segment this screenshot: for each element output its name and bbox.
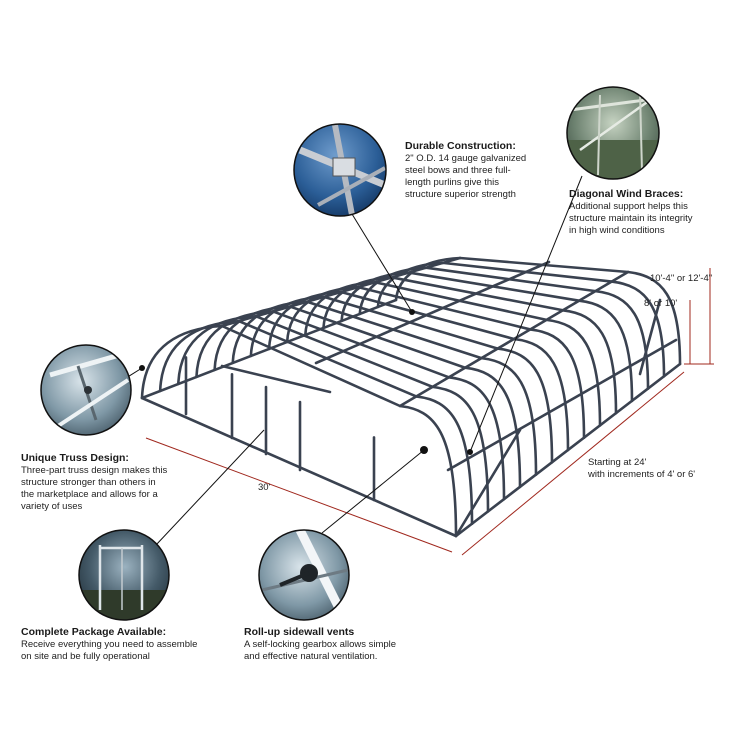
dimension-peak-height: 10'-4" or 12'-4" (650, 273, 713, 284)
frame-wind-brace (638, 298, 662, 376)
frame-purlin (220, 256, 462, 328)
frame-side-rail (446, 338, 678, 472)
frame-bow (231, 300, 538, 476)
callout-rollup-vents: Roll-up sidewall vents A self-locking ge… (244, 626, 396, 663)
frame-ground-rail (140, 298, 398, 400)
dimension-length-line2: with increments of 4' or 6' (588, 469, 696, 480)
callout-truss-design: Unique Truss Design: Three-part truss de… (21, 452, 167, 513)
photo-truss-design (40, 344, 132, 436)
leader-lines (125, 175, 583, 546)
callout-truss-title: Unique Truss Design: (21, 452, 129, 464)
callout-wind-title: Diagonal Wind Braces: (569, 188, 684, 200)
callout-durable-line: structure superior strength (405, 189, 516, 200)
photo-complete-package (78, 529, 170, 621)
frame-purlin (314, 260, 551, 365)
callout-durable-line: length purlins give this (405, 177, 499, 188)
dimension-lines (145, 268, 714, 556)
frame-purlin (398, 270, 630, 408)
callout-package-line: Receive everything you need to assemble (21, 639, 198, 650)
callout-rollup-line: A self-locking gearbox allows simple (244, 639, 397, 650)
callout-truss-line: variety of uses (21, 501, 83, 512)
callout-rollup-line: and effective natural ventilation. (244, 651, 378, 662)
callout-durable-title: Durable Construction: (405, 140, 516, 152)
callout-wind-line: in high wind conditions (569, 225, 665, 236)
frame-bow (158, 319, 474, 526)
frame-bow (322, 276, 618, 415)
dot-rollup (420, 446, 428, 454)
dimension-width: 30' (258, 482, 271, 493)
callout-durable-construction: Durable Construction: 2" O.D. 14 gauge g… (405, 140, 526, 201)
dot-durable (409, 309, 415, 315)
dot-wind (467, 449, 473, 455)
callout-complete-package: Complete Package Available: Receive ever… (21, 626, 197, 663)
greenhouse-frame (140, 256, 682, 538)
frame-wind-brace (454, 428, 522, 538)
callout-wind-braces: Diagonal Wind Braces: Additional support… (569, 188, 693, 237)
frame-bow (195, 310, 506, 501)
callout-durable-line: 2" O.D. 14 gauge galvanized (405, 153, 527, 164)
length-dimension-line (461, 371, 685, 556)
callout-wind-line: structure maintain its integrity (569, 213, 693, 224)
leader-dots (139, 309, 473, 455)
frame-bow (340, 271, 634, 403)
frame-door-header (220, 364, 332, 394)
leader-package (155, 429, 265, 546)
leader-rollup (321, 449, 425, 534)
photo-wind-braces (566, 86, 660, 180)
frame-ground-rail (454, 362, 682, 538)
callout-truss-line: structure stronger than others in (21, 477, 156, 488)
leader-durable (351, 213, 413, 313)
callout-truss-line: Three-part truss design makes this (21, 465, 168, 476)
dimension-side-height: 8' or 10' (644, 298, 678, 309)
callout-durable-line: steel bows and three full- (405, 165, 511, 176)
callout-truss-line: the marketplace and allows for a (21, 489, 158, 500)
dot-truss (139, 365, 145, 371)
width-dimension-line (145, 437, 453, 553)
callout-package-line: on site and be fully operational (21, 651, 150, 662)
callout-package-title: Complete Package Available: (21, 626, 167, 638)
leader-wind (469, 175, 583, 453)
callout-wind-line: Additional support helps this (569, 201, 688, 212)
photo-rollup-vents (258, 529, 350, 621)
photo-durable-construction (293, 123, 387, 217)
dimension-length-line1: Starting at 24' (588, 457, 647, 468)
callout-rollup-title: Roll-up sidewall vents (244, 626, 355, 638)
frame-bow (213, 305, 522, 489)
